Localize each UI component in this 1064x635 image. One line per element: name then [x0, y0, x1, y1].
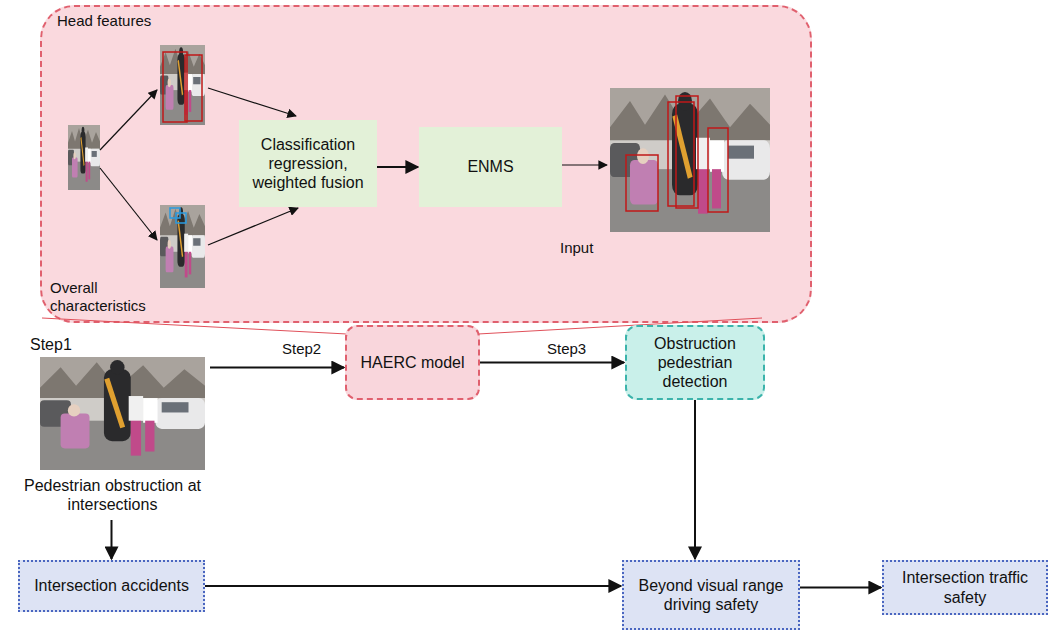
- bounding-box: [176, 213, 186, 223]
- intersection-photo: [40, 357, 205, 470]
- bounding-box: [676, 96, 698, 208]
- zoom-line: [42, 318, 347, 334]
- caption-text: Head features: [57, 12, 197, 30]
- bounding-box: [626, 155, 658, 211]
- box-label: ENMS: [467, 157, 513, 176]
- process-box: Classification regression, weighted fusi…: [239, 120, 377, 207]
- outcome-box: Intersection accidents: [18, 560, 205, 612]
- bounding-box: [163, 52, 187, 122]
- bounding-box: [185, 55, 202, 121]
- bounding-box: [668, 102, 694, 206]
- flow-arrow: [210, 367, 344, 369]
- bounding-box: [708, 128, 728, 212]
- flow-arrow: [480, 362, 624, 364]
- flow-arrow: [205, 585, 621, 587]
- flow-arrow: [111, 520, 113, 559]
- step-label: Step2: [280, 340, 323, 357]
- pedestrian-photo: [610, 88, 770, 232]
- flow-arrow: [800, 587, 881, 589]
- flow-arrow: [694, 400, 696, 559]
- pedestrian-photo: [160, 45, 205, 125]
- illustration-arrow: [561, 164, 607, 165]
- box-label: Intersection traffic safety: [892, 568, 1038, 606]
- process-box: Obstruction pedestrian detection: [625, 325, 765, 400]
- pedestrian-photo: [160, 205, 205, 288]
- box-label: HAERC model: [360, 353, 464, 372]
- outcome-box: Intersection traffic safety: [882, 560, 1048, 615]
- illustration-arrow: [100, 168, 157, 240]
- box-label: Obstruction pedestrian detection: [635, 334, 755, 392]
- box-label: Beyond visual range driving safety: [632, 576, 790, 614]
- caption-text: Input: [560, 239, 620, 257]
- model-box: HAERC model: [345, 325, 480, 400]
- outcome-box: Beyond visual range driving safety: [622, 560, 800, 630]
- caption-text: Overall characteristics: [50, 279, 170, 315]
- illustration-arrow: [208, 88, 296, 116]
- process-box: ENMS: [419, 127, 562, 207]
- flow-arrow: [377, 166, 418, 168]
- zoom-line: [478, 318, 762, 334]
- pedestrian-photo: [68, 125, 100, 190]
- box-label: Intersection accidents: [34, 576, 189, 595]
- illustration-arrow: [208, 208, 298, 245]
- step-label: Step3: [545, 340, 588, 357]
- caption-text: Pedestrian obstruction at intersections: [15, 476, 210, 514]
- box-label: Classification regression, weighted fusi…: [247, 135, 369, 193]
- caption-text: Step1: [30, 335, 110, 354]
- illustration-arrow: [100, 90, 157, 150]
